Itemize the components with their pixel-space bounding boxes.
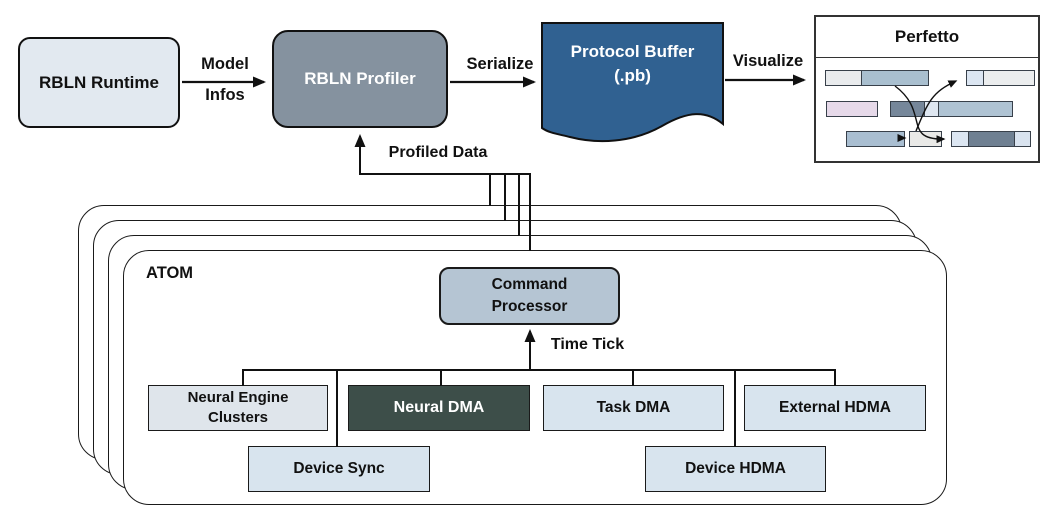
protocol-buffer-label-line2: (.pb) [614,66,651,85]
component-task-dma: Task DMA [543,385,724,431]
perfetto-trace-segment [967,71,984,85]
edge-label-infos: Infos [205,86,245,104]
rbln-runtime-box: RBLN Runtime [18,37,180,128]
command-processor-line2: Processor [491,298,568,315]
perfetto-trace-segment [968,132,1014,146]
edge-label-model-infos: Model Infos [186,49,264,111]
perfetto-trace-bar [826,101,878,117]
rbln-profiler-label: RBLN Profiler [304,69,416,88]
edge-label-time-tick: Time Tick [550,336,625,353]
perfetto-title: Perfetto [816,17,1038,58]
edge-label-model: Model [201,55,249,73]
perfetto-trace-segment [938,102,1012,116]
protocol-buffer-label: Protocol Buffer (.pb) [542,34,723,94]
perfetto-trace-segment [860,71,928,85]
edge-label-profiled-data: Profiled Data [388,144,488,161]
rbln-profiler-box: RBLN Profiler [272,30,448,128]
perfetto-trace-segment [983,71,1034,85]
component-device-hdma: Device HDMA [645,446,826,492]
perfetto-trace-bar [951,131,1031,147]
perfetto-trace-segment [847,132,904,146]
rbln-runtime-label: RBLN Runtime [39,72,159,92]
command-processor-line1: Command [491,276,568,293]
perfetto-trace-segment [891,102,924,116]
perfetto-trace-bar [909,131,942,147]
edge-label-visualize: Visualize [732,52,804,70]
command-processor-box: Command Processor [439,267,620,325]
edge-label-serialize: Serialize [466,55,534,73]
perfetto-trace-segment [1013,132,1031,146]
perfetto-trace-segment [952,132,969,146]
perfetto-trace-segment [923,102,939,116]
perfetto-trace-bar [966,70,1035,86]
perfetto-trace-segment [910,132,941,146]
perfetto-trace-segment [827,102,877,116]
component-neural-engine-clusters: Neural Engine Clusters [148,385,328,431]
component-external-hdma: External HDMA [744,385,926,431]
atom-label: ATOM [146,264,194,282]
protocol-buffer-label-line1: Protocol Buffer [570,42,695,61]
perfetto-trace-segment [826,71,861,85]
perfetto-trace-bar [890,101,1013,117]
component-device-sync: Device Sync [248,446,430,492]
component-neural-dma: Neural DMA [348,385,530,431]
perfetto-trace-bar [825,70,929,86]
perfetto-trace-bar [846,131,905,147]
